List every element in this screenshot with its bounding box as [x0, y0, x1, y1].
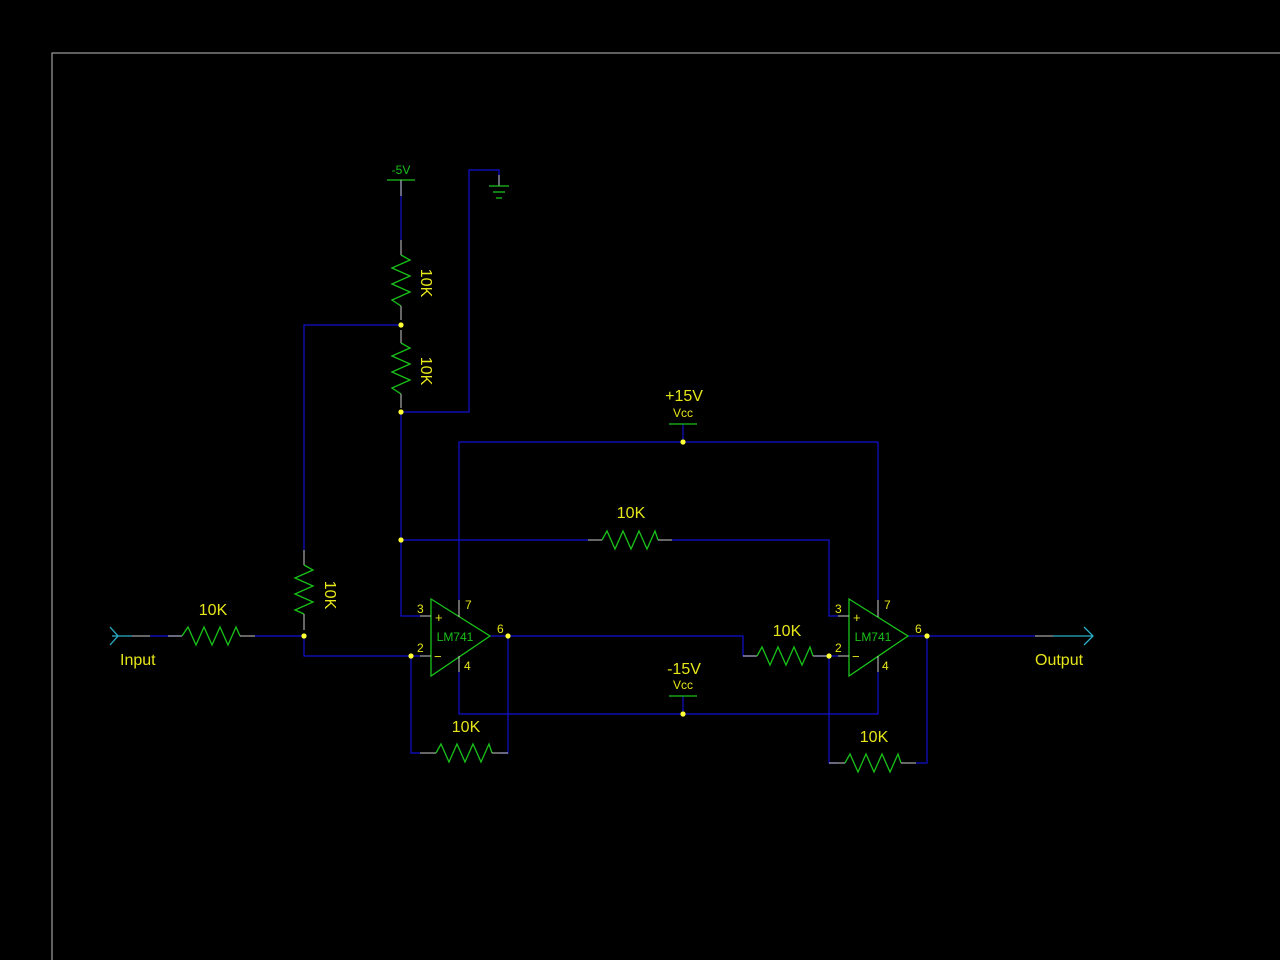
opamp-1-pin7: 7	[465, 598, 472, 612]
input-port-symbol	[109, 626, 150, 646]
opamp-1-pin4: 4	[464, 659, 471, 673]
resistor-top-feedback-value: 10K	[617, 505, 646, 522]
opamp-1-pin2: 2	[417, 641, 424, 655]
resistor-divider-top-value: 10K	[417, 269, 434, 298]
junction-dot	[505, 633, 511, 639]
resistor-divider-bottom[interactable]	[390, 330, 412, 408]
junction-dot	[680, 711, 686, 717]
opamp-2-plus-sign: +	[853, 610, 861, 625]
junction-dot	[826, 653, 832, 659]
resistor-feedback-2-value: 10K	[860, 729, 889, 746]
opamp-2-pin4: 4	[882, 659, 889, 673]
opamp-1-pin6: 6	[497, 622, 504, 636]
resistor-divider-bottom-value: 10K	[417, 357, 434, 386]
opamp-2-label: LM741	[855, 630, 892, 644]
junction-dot	[398, 322, 404, 328]
junction-dot	[408, 653, 414, 659]
opamp-2-minus-sign: −	[852, 649, 860, 664]
opamp-2-pin3: 3	[835, 602, 842, 616]
sheet-frame	[51, 52, 1280, 960]
neg5v-supply-symbol	[387, 179, 415, 196]
junction-dot	[301, 633, 307, 639]
output-port-symbol	[1035, 626, 1094, 646]
pos15v-vcc-label: Vcc	[673, 406, 693, 420]
ground-icon	[489, 175, 509, 199]
resistor-input-value: 10K	[199, 602, 228, 619]
opamp-2[interactable]	[838, 597, 910, 678]
junction-dot	[924, 633, 930, 639]
opamp-2-pin7: 7	[884, 598, 891, 612]
resistor-offset[interactable]	[293, 550, 315, 630]
junction-dot	[398, 409, 404, 415]
input-label: Input	[120, 652, 156, 669]
opamp-2-pin6: 6	[915, 622, 922, 636]
opamp-1-plus-sign: +	[435, 610, 443, 625]
resistor-feedback-2[interactable]	[829, 752, 916, 774]
neg15v-vcc-label: Vcc	[673, 678, 693, 692]
junction-dot	[680, 439, 686, 445]
resistor-offset-value: 10K	[321, 581, 338, 610]
resistor-stage2-input[interactable]	[743, 645, 829, 667]
opamp-1[interactable]	[420, 597, 492, 678]
wires	[150, 169, 1035, 764]
pos15v-label: +15V	[665, 388, 703, 405]
opamp-2-pin2: 2	[835, 641, 842, 655]
resistor-feedback-1-value: 10K	[452, 719, 481, 736]
junction-dots	[301, 322, 930, 717]
output-label: Output	[1035, 652, 1084, 669]
resistor-top-feedback[interactable]	[588, 529, 672, 551]
neg15v-label: -15V	[667, 661, 701, 678]
opamp-1-pin3: 3	[417, 602, 424, 616]
resistor-feedback-1[interactable]	[420, 742, 508, 764]
resistor-divider-top[interactable]	[390, 240, 412, 320]
neg5v-label: -5V	[392, 163, 411, 177]
opamp-1-label: LM741	[437, 630, 474, 644]
resistor-input[interactable]	[168, 625, 255, 647]
junction-dot	[398, 537, 404, 543]
opamp-1-minus-sign: −	[434, 649, 442, 664]
resistor-stage2-input-value: 10K	[773, 623, 802, 640]
